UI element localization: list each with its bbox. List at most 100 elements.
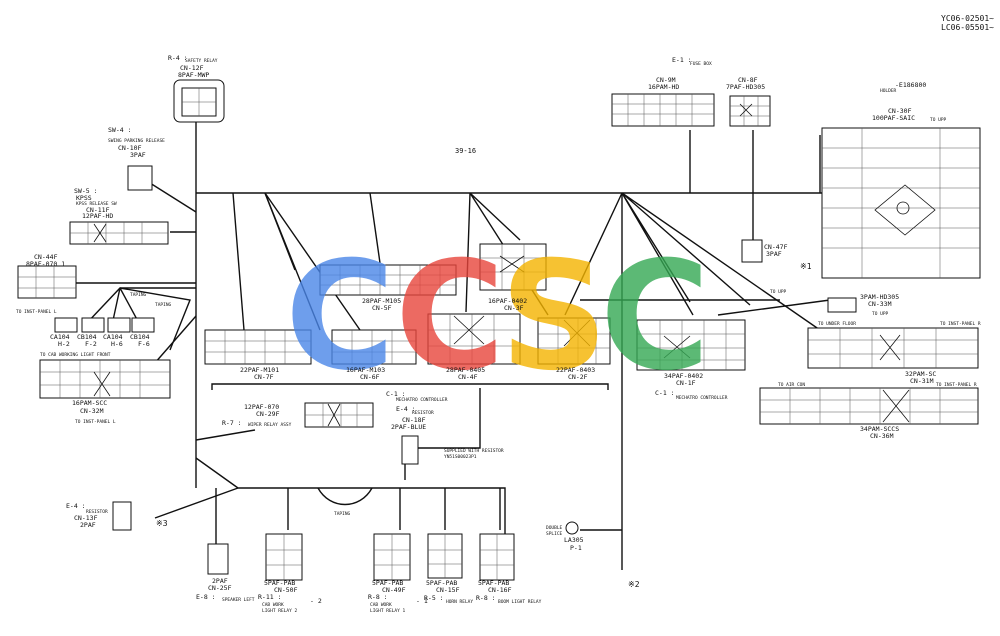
code-line-2: LC06-05501~ xyxy=(941,23,994,32)
watermark: C C S C xyxy=(285,230,710,404)
c1-ref: C-1 : xyxy=(386,390,406,398)
sw4-ref: SW-4 : xyxy=(108,126,132,134)
e1-cn1: CN-9M xyxy=(656,76,676,84)
sw5-ref: SW-5 : xyxy=(74,187,98,195)
cn44-cn: CN-44F xyxy=(34,253,58,261)
cn4-type: 28PAF-0405 xyxy=(446,366,486,374)
sw4-desc: SWING PARKING RELEASE xyxy=(108,139,165,144)
r7-type: 12PAF-070 xyxy=(244,403,280,411)
c1-desc: MECHATRO CONTROLLER xyxy=(396,398,448,403)
e4top-note2: YN51S00023P1 xyxy=(444,455,477,460)
cn6-type: 16PAF-M103 xyxy=(346,366,386,374)
p1-cn: P-1 xyxy=(570,544,582,552)
cn31-type: 32PAM-SC xyxy=(905,370,937,378)
taping-note: TAPING xyxy=(130,293,147,298)
taping-note-3: TAPING xyxy=(334,512,351,517)
p1-desc2: SPLICE xyxy=(546,532,563,537)
cn32-type: 16PAM-SCC xyxy=(72,399,108,407)
cn16-desc: BOOM LIGHT RELAY xyxy=(498,600,542,605)
to-upp-1: TO UPP xyxy=(770,290,787,295)
cn3-cn: CN-3F xyxy=(504,304,524,312)
cn7-type: 22PAF-M101 xyxy=(240,366,280,374)
cn30-holder: HOLDER xyxy=(880,89,897,94)
cn49-ref: R-8 : xyxy=(368,593,388,601)
cn36-cn: CN-36M xyxy=(870,432,894,440)
cn2-type: 22PAF-0403 xyxy=(556,366,596,374)
drawing-code: YC06-02501~ LC06-05501~ xyxy=(941,14,994,32)
cn50-ref: R-11 : xyxy=(258,593,282,601)
harness-label: 39-16 xyxy=(455,147,477,155)
e4top-ref: E-4 : xyxy=(396,405,416,413)
ref-mark-1: ※1 xyxy=(800,262,812,271)
cn30-partno: -E186800 xyxy=(895,81,927,89)
cn16-cn: CN-16F xyxy=(488,586,512,594)
cn49-desc2: LIGHT RELAY 1 xyxy=(370,609,406,614)
ca104-4: CB104 xyxy=(130,333,150,341)
ca104-1b: H-2 xyxy=(58,340,70,348)
r7-desc: WIPER RELAY ASSY xyxy=(248,423,292,428)
cn47-cn: CN-47F xyxy=(764,243,788,251)
e1-type1: 16PAM-HD xyxy=(648,83,680,91)
ca104-2b: F-2 xyxy=(85,340,97,348)
cn33-toupp: TO UPP xyxy=(872,312,889,317)
cn49-cn: CN-49F xyxy=(382,586,406,594)
cn15-desc: HORN RELAY xyxy=(446,600,474,605)
e4bot-ref: E-4 : xyxy=(66,502,86,510)
e4bot-type: 2PAF xyxy=(80,521,96,529)
p1-desc1: DOUBLE xyxy=(546,526,563,531)
ref-mark-2: ※2 xyxy=(628,580,640,589)
e8-cn: CN-25F xyxy=(208,584,232,592)
cn30-toupp: TO UPP xyxy=(930,118,947,123)
x-marks xyxy=(93,103,936,427)
to-inst-panel-l: TO INST-PANEL L xyxy=(16,310,57,315)
cn1-cn: CN-1F xyxy=(676,379,696,387)
watermark-letter: C xyxy=(600,230,710,404)
e1-cn2: CN-8F xyxy=(738,76,758,84)
r4-ref: R-4 : xyxy=(168,54,188,62)
watermark-letter: C xyxy=(285,230,395,404)
cn2-cn: CN-2F xyxy=(568,373,588,381)
cn36-type: 34PAM-SCCS xyxy=(860,425,900,433)
ca104-1: CA104 xyxy=(50,333,70,341)
cn50-desc2: LIGHT RELAY 2 xyxy=(262,609,298,614)
cn6-cn: CN-6F xyxy=(360,373,380,381)
cn36-toair: TO AIR CON xyxy=(778,383,806,388)
watermark-letter: C xyxy=(395,230,505,404)
e4top-desc: RESISTOR xyxy=(412,411,434,416)
cn47-type: 3PAF xyxy=(766,250,782,258)
cn33-type: 3PAM-HD305 xyxy=(860,293,900,301)
cn15-ref: R-5 : xyxy=(424,594,444,602)
r7-ref: R-7 : xyxy=(222,419,242,427)
ref-mark-3: ※3 xyxy=(156,519,168,528)
e1-type2: 7PAF-HD305 xyxy=(726,83,766,91)
cn31-cn: CN-31M xyxy=(910,377,934,385)
cn36-toinst: TO INST-PANEL R xyxy=(936,383,977,388)
e8-desc: SPEAKER LEFT xyxy=(222,598,255,603)
r4-type: 8PAF-MWP xyxy=(178,71,210,79)
cn30-cn: CN-30F xyxy=(888,107,912,115)
r4-cn: CN-12F xyxy=(180,64,204,72)
cn49-desc1: CAB WORK xyxy=(370,603,392,608)
p1-type: LA305 xyxy=(564,536,584,544)
e4bot-desc: RESISTOR xyxy=(86,510,108,515)
cn30-type: 100PAF-SAIC xyxy=(872,114,916,122)
cn33-cn: CN-33M xyxy=(868,300,892,308)
cn15-type: 5PAF-PAB xyxy=(426,579,458,587)
cn7-cn: CN-7F xyxy=(254,373,274,381)
sw5-desc2: KPSS RELEASE SW xyxy=(76,202,117,207)
r4-desc: SAFETY RELAY xyxy=(185,59,218,64)
e1-desc: FUSE BOX xyxy=(690,62,712,67)
cn50-suffix: - 2 xyxy=(310,597,322,605)
sw4-type: 3PAF xyxy=(130,151,146,159)
sw4-cn: CN-10F xyxy=(118,144,142,152)
e4top-type: 2PAF-BLUE xyxy=(391,423,427,431)
cn44-type: 8PAF-070 1 xyxy=(26,260,66,268)
cn32-cn: CN-32M xyxy=(80,407,104,415)
ca104-3b: H-6 xyxy=(111,340,123,348)
ca104-3: CA104 xyxy=(103,333,123,341)
cn49-type: 5PAF-PAB xyxy=(372,579,404,587)
cn4-cn: CN-4F xyxy=(458,373,478,381)
harness-lines xyxy=(75,90,831,570)
cn49-suffix: - 1 xyxy=(416,597,428,605)
